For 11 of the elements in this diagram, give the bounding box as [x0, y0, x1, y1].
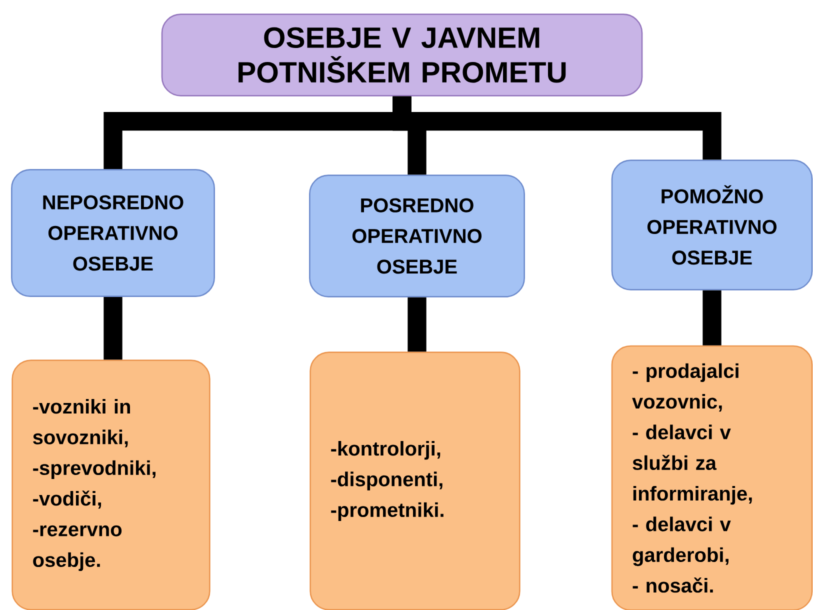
connector	[408, 297, 426, 352]
title-box: OSEBJE V JAVNEM POTNIŠKEM PROMETU	[161, 14, 643, 96]
category-box: POMOŽNO OPERATIVNO OSEBJE	[611, 160, 813, 290]
connector	[104, 297, 122, 360]
category-box: NEPOSREDNO OPERATIVNO OSEBJE	[11, 169, 215, 297]
list-box: -vozniki in sovozniki, -sprevodniki, -vodiči, -rezervno osebje.	[12, 360, 210, 610]
connector	[392, 96, 722, 160]
connector	[702, 290, 722, 346]
list-box: - prodajalci vozovnic, - delavci v službi za informiranje, - delavci v garderobi, - nosači.	[611, 345, 813, 610]
list-box: -kontrolorji, -disponenti, -prometniki.	[310, 352, 520, 610]
category-box: POSREDNO OPERATIVNO OSEBJE	[309, 174, 525, 298]
